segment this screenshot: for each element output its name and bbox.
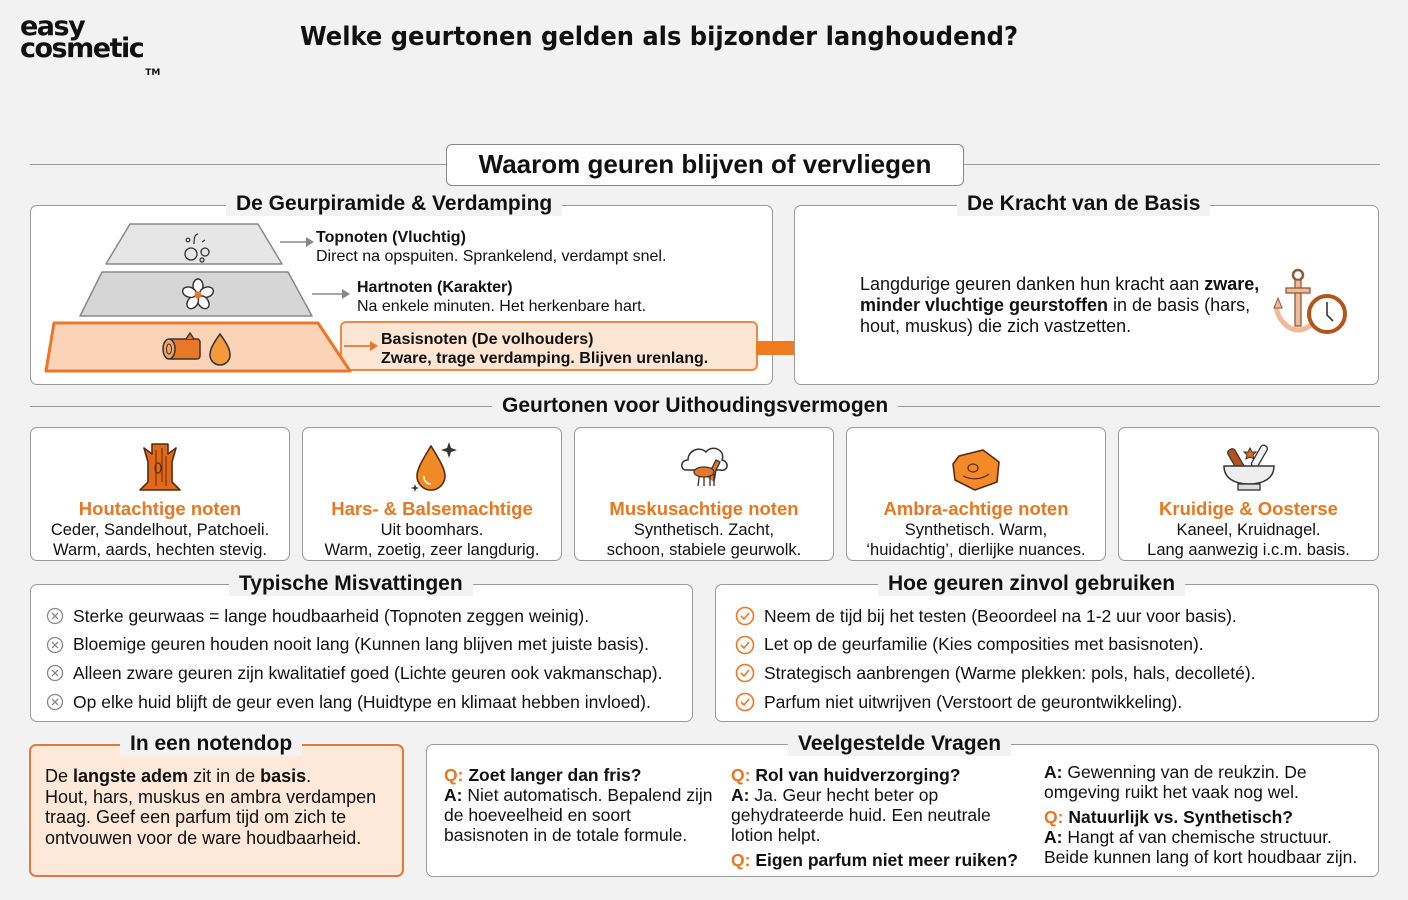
list-item: Op elke huid blijft de geur even lang (H… <box>46 688 663 717</box>
check-circle-icon <box>735 692 755 712</box>
x-circle-icon <box>46 693 64 711</box>
kracht-text: Langdurige geuren danken hun kracht aan … <box>860 274 1260 336</box>
trademark: TM <box>145 68 161 78</box>
brand-logo: easy cosmeticTM <box>20 11 160 78</box>
list-item: Neem de tijd bij het testen (Beoordeel n… <box>735 602 1256 631</box>
kracht-title: De Kracht van de Basis <box>957 192 1211 216</box>
tier-base: Basisnoten (De volhouders) Zware, trage … <box>381 331 709 367</box>
nutshell-title: In een notendop <box>120 732 303 756</box>
check-circle-icon <box>735 606 755 626</box>
usage-list: Neem de tijd bij het testen (Beoordeel n… <box>735 602 1256 716</box>
brand-line2: cosmetic <box>20 33 145 64</box>
pyramid-title: De Geurpiramide & Verdamping <box>226 192 563 216</box>
note-card-amber: Ambra-achtige noten Synthetisch. Warm, ‘… <box>846 427 1106 561</box>
divider <box>964 164 1380 165</box>
usage-panel <box>715 584 1379 722</box>
page-title: Welke geurtonen gelden als bijzonder lan… <box>300 22 1019 52</box>
brand-line1: easy <box>20 11 86 42</box>
note-card-musk: Muskusachtige noten Synthetisch. Zacht, … <box>574 427 834 561</box>
divider <box>30 164 446 165</box>
misconceptions-panel <box>30 584 693 722</box>
x-circle-icon <box>46 608 64 625</box>
misconceptions-list: Sterke geurwaas = lange houdbaarheid (To… <box>46 602 663 716</box>
flower-icon <box>181 278 215 310</box>
arrow-icon <box>312 289 350 299</box>
arrow-icon <box>344 341 378 351</box>
usage-title: Hoe geuren zinvol gebruiken <box>878 572 1186 596</box>
note-card-spicy: Kruidige & Oosterse Kaneel, Kruidnagel. … <box>1118 427 1379 561</box>
misconceptions-title: Typische Misvattingen <box>229 572 473 596</box>
tier-heart: Hartnoten (Karakter) Na enkele minuten. … <box>357 279 647 315</box>
list-item: Let op de geurfamilie (Kies composities … <box>735 631 1256 660</box>
log-drop-icon <box>162 331 231 366</box>
x-circle-icon <box>46 665 64 682</box>
faq-panel <box>426 744 1379 877</box>
check-circle-icon <box>735 635 755 655</box>
x-circle-icon <box>46 636 64 654</box>
base-highlight <box>340 321 758 371</box>
amber-stone-icon <box>847 436 1105 492</box>
list-item: Sterke geurwaas = lange houdbaarheid (To… <box>46 602 663 631</box>
list-item: Parfum niet uitwrijven (Verstoort de geu… <box>735 688 1256 717</box>
anchor-clock-icon <box>1273 268 1347 334</box>
note-card-wood: Houtachtige noten Ceder, Sandelhout, Pat… <box>30 427 290 561</box>
pyramid-diagram <box>44 223 352 373</box>
mortar-pestle-icon <box>1119 436 1378 492</box>
list-item: Strategisch aanbrengen (Warme plekken: p… <box>735 659 1256 688</box>
nutshell-text: De langste adem zit in de basis. Hout, h… <box>45 766 377 848</box>
notes-section-title: Geurtonen voor Uithoudingsvermogen <box>492 394 899 418</box>
check-circle-icon <box>735 664 755 683</box>
faq-item: Q: Zoet langer dan fris? A: Niet automat… <box>444 765 713 845</box>
tier-top: Topnoten (Vluchtig) Direct na opspuiten.… <box>316 229 667 265</box>
faq-item: Q: Rol van huidverzorging? A: Ja. Geur h… <box>731 765 1018 870</box>
nutshell-panel <box>29 744 404 877</box>
resin-drop-icon <box>303 436 561 492</box>
section-banner: Waarom geuren blijven of vervliegen <box>446 144 964 186</box>
bubbles-icon <box>184 233 210 263</box>
faq-title: Veelgestelde Vragen <box>788 732 1012 756</box>
tree-trunk-icon <box>31 436 289 492</box>
note-card-resin: Hars- & Balsemachtige Uit boomhars. Warm… <box>302 427 562 561</box>
list-item: Bloemige geuren houden nooit lang (Kunne… <box>46 631 663 660</box>
deer-cloud-icon <box>575 436 833 492</box>
arrow-icon <box>280 237 314 247</box>
list-item: Alleen zware geuren zijn kwalitatief goe… <box>46 659 663 688</box>
faq-item: A: Gewenning van de reukzin. De omgeving… <box>1044 762 1358 867</box>
